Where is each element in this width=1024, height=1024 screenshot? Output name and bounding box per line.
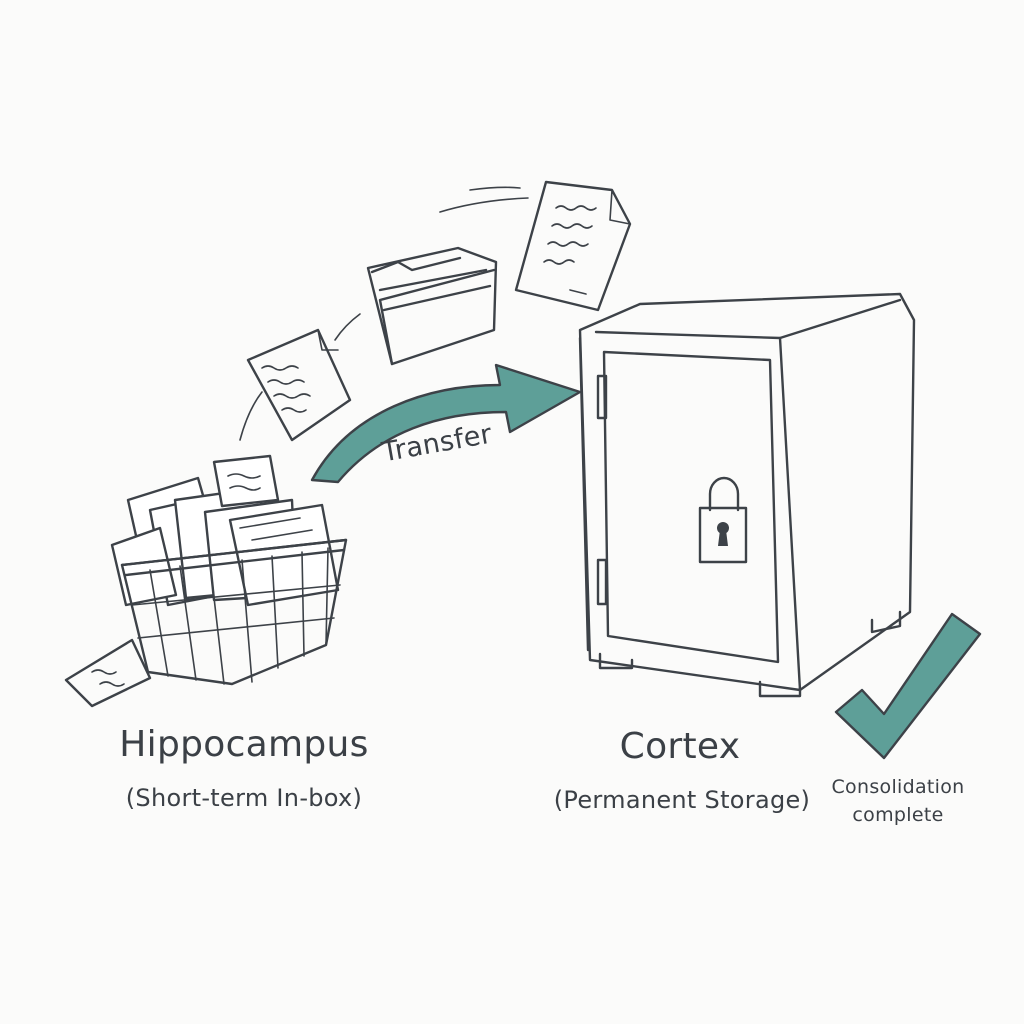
cortex-title: Cortex — [619, 726, 741, 767]
checkmark-icon — [834, 612, 982, 760]
document-icon — [246, 328, 352, 442]
consolidation-status-line1: Consolidation — [831, 776, 965, 798]
hippocampus-title: Hippocampus — [119, 724, 369, 765]
hippocampus-subtitle: (Short-term In-box) — [125, 784, 363, 812]
folder-icon — [366, 246, 498, 366]
consolidation-status-line2: complete — [852, 804, 944, 826]
safe-icon — [578, 292, 916, 698]
in-box-basket-icon — [64, 454, 348, 708]
arrow-icon — [310, 363, 582, 484]
cortex-subtitle: (Permanent Storage) — [553, 786, 811, 814]
padlock-icon — [698, 476, 748, 564]
motion-trail-arcs — [239, 186, 529, 441]
document-icon — [514, 180, 632, 312]
